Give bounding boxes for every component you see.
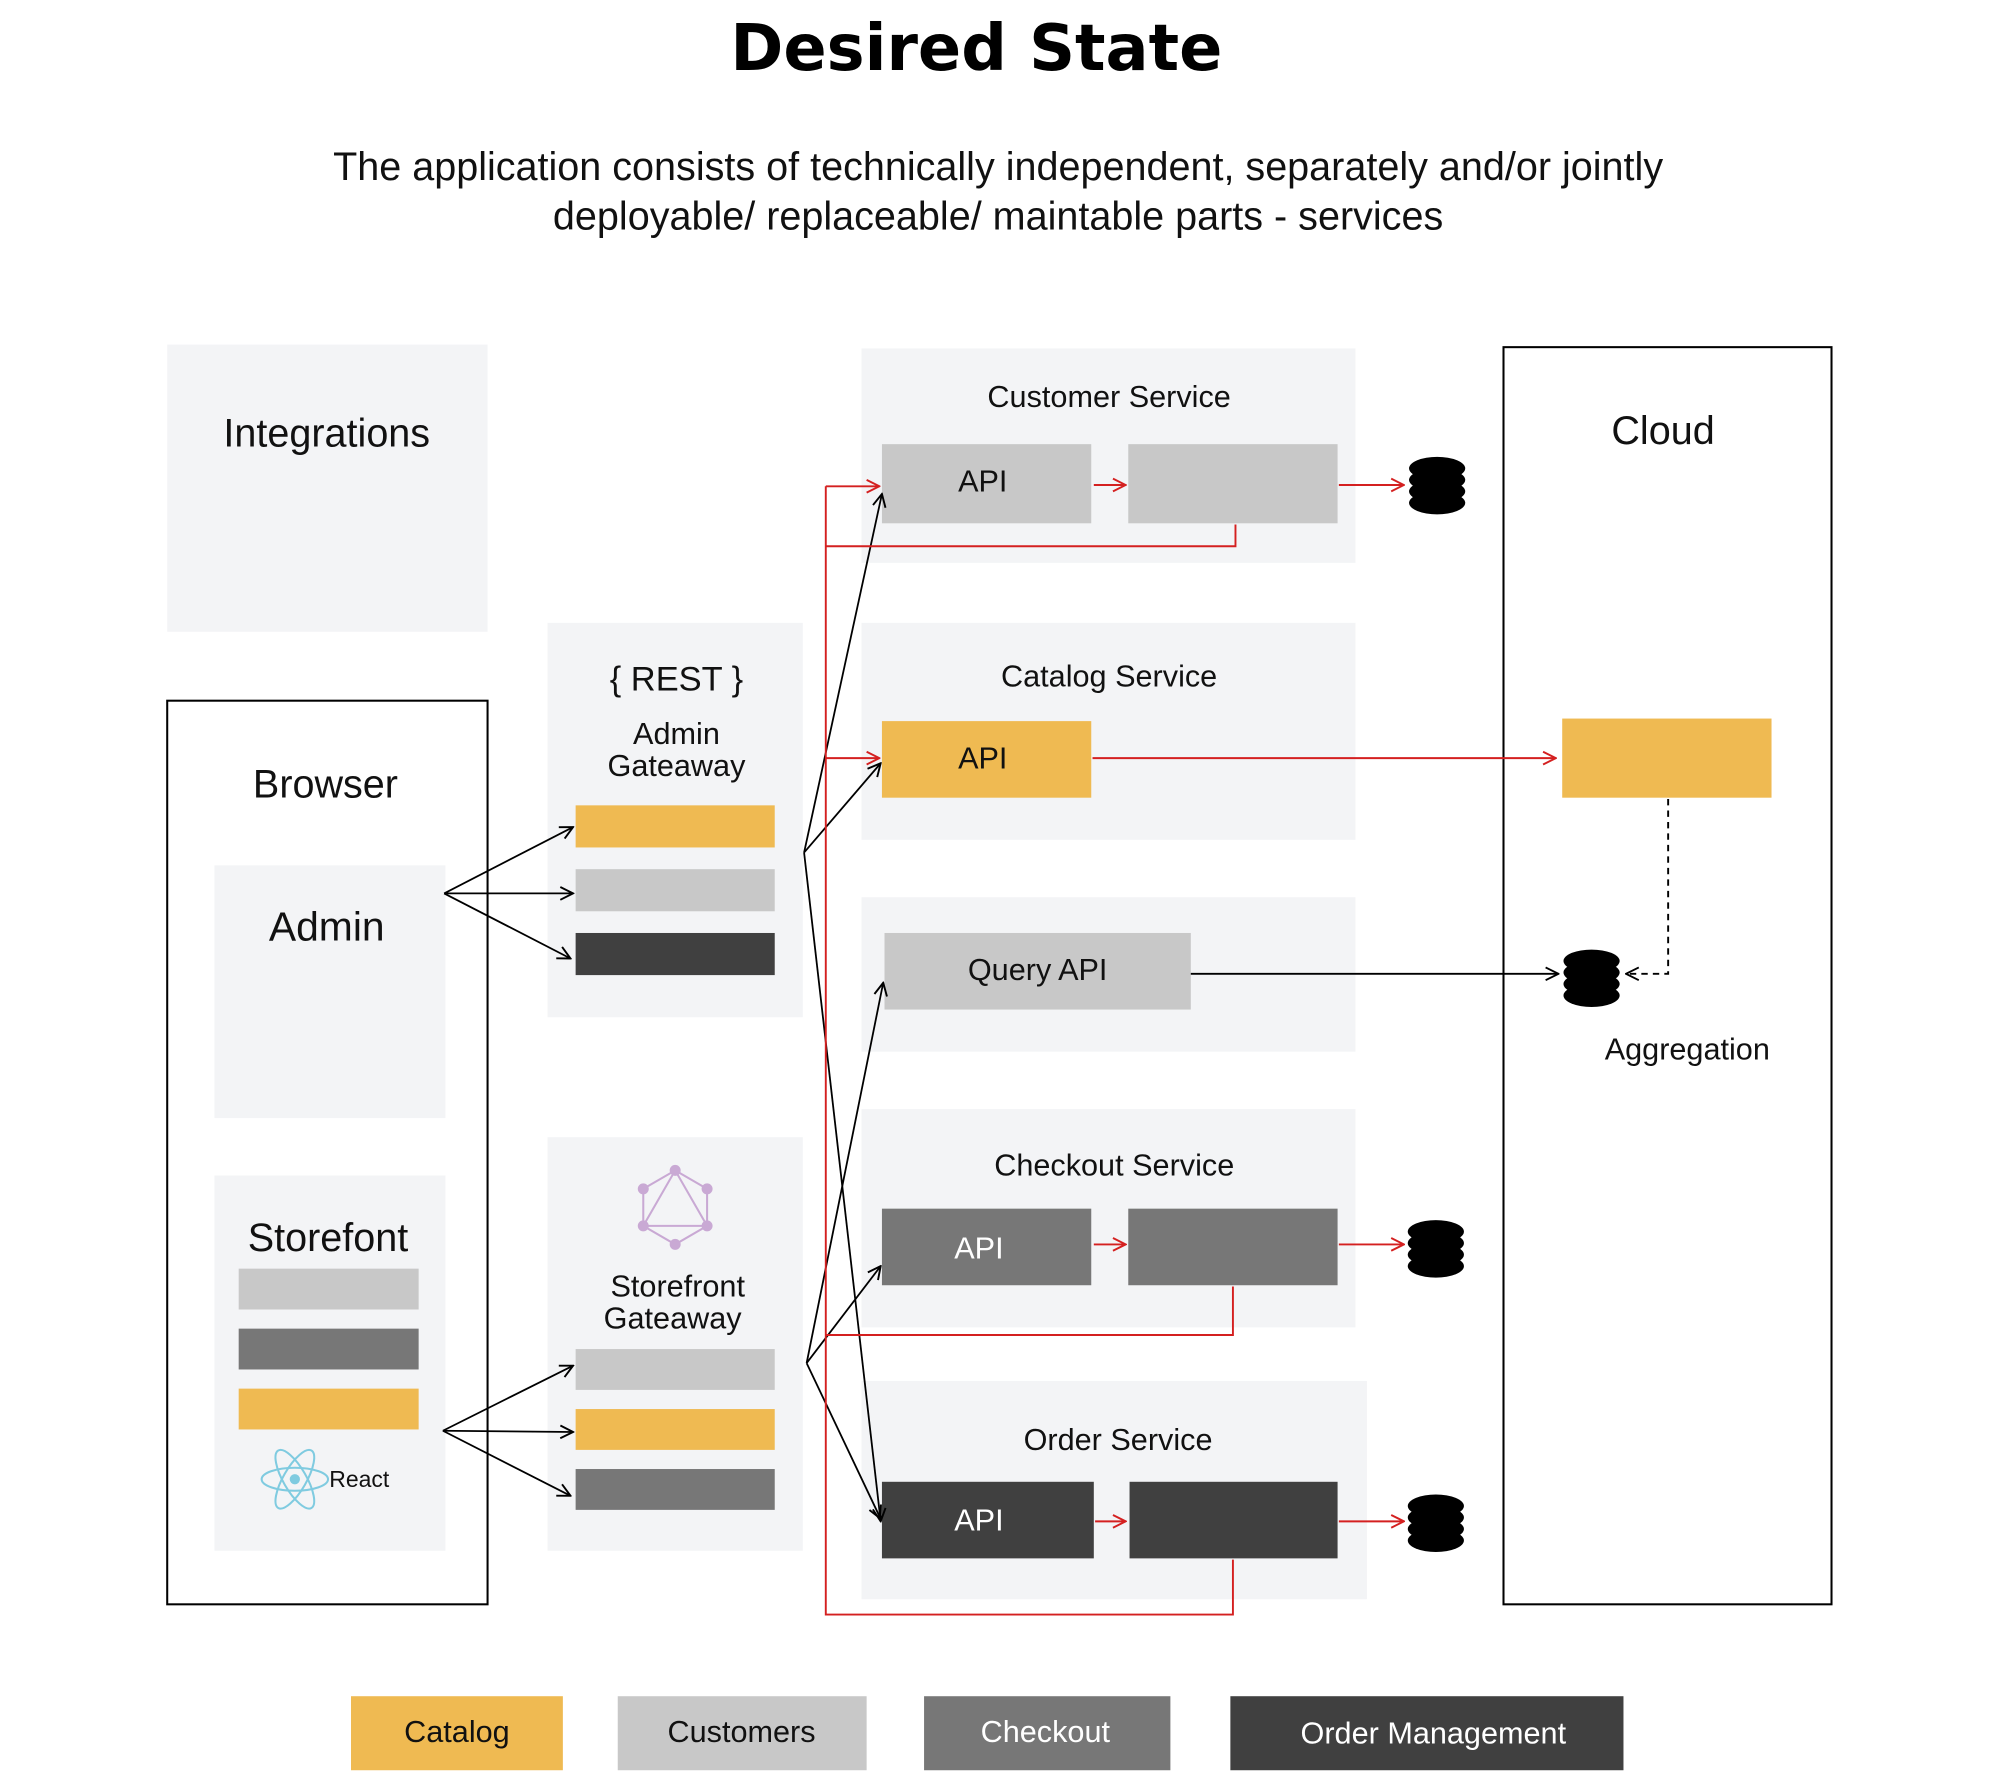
storefront-gateway-route-catalog xyxy=(575,1409,775,1450)
order-service-core xyxy=(1129,1481,1338,1559)
order-service-api-label: API xyxy=(954,1503,1003,1537)
browser-container[interactable]: Browser xyxy=(166,699,489,1606)
storefront-gateway-route-checkout xyxy=(575,1469,775,1510)
graphql-icon xyxy=(637,1164,713,1250)
checkout-service-api-label: API xyxy=(954,1231,1003,1265)
catalog-service-api-label: API xyxy=(958,741,1007,775)
order-service[interactable]: Order Service API xyxy=(861,1380,1367,1600)
admin-gateway-label-line2: Gateaway xyxy=(608,749,747,783)
page-subtitle-line1: The application consists of technically … xyxy=(333,145,1663,189)
aggregation-flows xyxy=(1190,798,1670,974)
storefront-app-label: Storefont xyxy=(248,1216,409,1260)
order-database-icon xyxy=(1407,1494,1464,1552)
storefront-app[interactable]: Storefont React xyxy=(214,1175,446,1551)
storefront-gateway-label-line1: Storefront xyxy=(610,1270,745,1304)
checkout-service-api[interactable] xyxy=(881,1208,1092,1286)
react-label: React xyxy=(329,1466,390,1492)
rest-protocol-label: { REST } xyxy=(610,660,743,698)
page-subtitle-line2: deployable/ replaceable/ maintable parts… xyxy=(553,195,1443,239)
catalog-service-label: Catalog Service xyxy=(1001,660,1217,694)
catalog-service[interactable]: Catalog Service API xyxy=(861,622,1356,840)
customer-service-api[interactable] xyxy=(881,444,1092,524)
order-service-label: Order Service xyxy=(1024,1423,1213,1457)
order-service-api[interactable] xyxy=(881,1481,1094,1559)
customer-service-core xyxy=(1128,444,1338,524)
aggregation-label: Aggregation xyxy=(1605,1032,1770,1066)
legend: Catalog Customers Checkout Order Managem… xyxy=(350,1696,1624,1771)
checkout-service[interactable]: Checkout Service API xyxy=(861,1109,1356,1328)
admin-gateway-label-line1: Admin xyxy=(633,717,720,751)
customer-service[interactable]: Customer Service API xyxy=(861,348,1356,563)
catalog-service-api[interactable] xyxy=(881,721,1092,798)
admin-gateway-route-orders xyxy=(575,932,775,976)
cloud-label: Cloud xyxy=(1611,409,1714,453)
legend-item-customers: Customers xyxy=(617,1696,867,1771)
storefront-module-catalog xyxy=(238,1388,419,1430)
gateway-to-service-arrows xyxy=(803,494,883,1521)
aggregation-database-icon xyxy=(1563,949,1620,1008)
checkout-service-label: Checkout Service xyxy=(994,1148,1234,1182)
admin-gateway-route-catalog xyxy=(575,805,775,848)
customer-service-label: Customer Service xyxy=(987,380,1230,414)
svg-text:Checkout: Checkout xyxy=(981,1715,1111,1749)
svg-text:Customers: Customers xyxy=(668,1715,816,1749)
legend-item-checkout: Checkout xyxy=(924,1696,1171,1771)
admin-gateway[interactable]: { REST } Admin Gateaway xyxy=(547,622,803,1018)
storefront-module-checkout xyxy=(238,1328,419,1370)
cloud-container[interactable]: Cloud Aggregation xyxy=(1502,346,1833,1606)
storefront-module-customers xyxy=(238,1268,419,1310)
query-api[interactable] xyxy=(884,932,1191,1010)
storefront-gateway-label-line2: Gateaway xyxy=(604,1302,743,1336)
storefront-gateway[interactable]: Storefront Gateaway xyxy=(547,1137,803,1551)
integrations-label: Integrations xyxy=(223,412,430,456)
admin-gateway-route-customers xyxy=(575,869,775,912)
legend-item-catalog: Catalog xyxy=(350,1696,563,1771)
svg-text:Order Management: Order Management xyxy=(1301,1716,1567,1750)
page-title: Desired State xyxy=(730,12,1222,86)
query-api-label: Query API xyxy=(968,953,1108,987)
admin-app[interactable]: Admin xyxy=(214,865,446,1119)
integrations-box[interactable]: Integrations xyxy=(167,344,488,632)
svg-text:Catalog: Catalog xyxy=(404,1715,510,1749)
legend-item-order-management: Order Management xyxy=(1230,1696,1624,1771)
storefront-gateway-route-customers xyxy=(575,1349,775,1390)
checkout-service-core xyxy=(1128,1208,1338,1286)
admin-app-label: Admin xyxy=(269,904,385,950)
customer-database-icon xyxy=(1409,456,1466,515)
browser-to-gateway-arrows xyxy=(442,827,573,1496)
react-icon xyxy=(260,1448,330,1510)
customer-service-api-label: API xyxy=(958,464,1007,498)
checkout-database-icon xyxy=(1407,1220,1464,1278)
event-bus-lines xyxy=(824,485,1556,1616)
cloud-catalog-store xyxy=(1562,718,1772,798)
browser-label: Browser xyxy=(253,763,398,807)
